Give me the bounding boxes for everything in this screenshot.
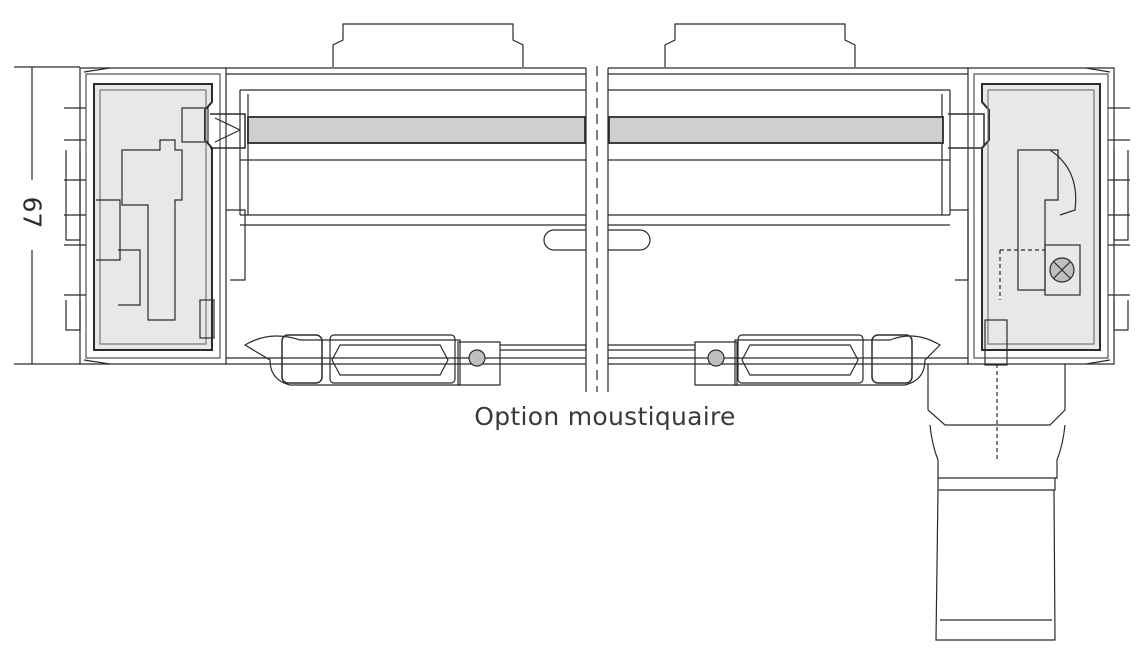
window-handle xyxy=(927,364,1066,641)
dimension-line xyxy=(14,66,80,365)
dimension-label: 67 xyxy=(17,196,47,229)
caption-text: Option moustiquaire xyxy=(474,402,736,431)
right-frame-profile xyxy=(967,67,1130,366)
left-frame-profile xyxy=(64,67,227,365)
center-break-line xyxy=(585,66,609,392)
top-caps xyxy=(332,23,856,67)
right-sash-profile xyxy=(608,67,985,386)
left-sash-profile xyxy=(210,67,587,386)
